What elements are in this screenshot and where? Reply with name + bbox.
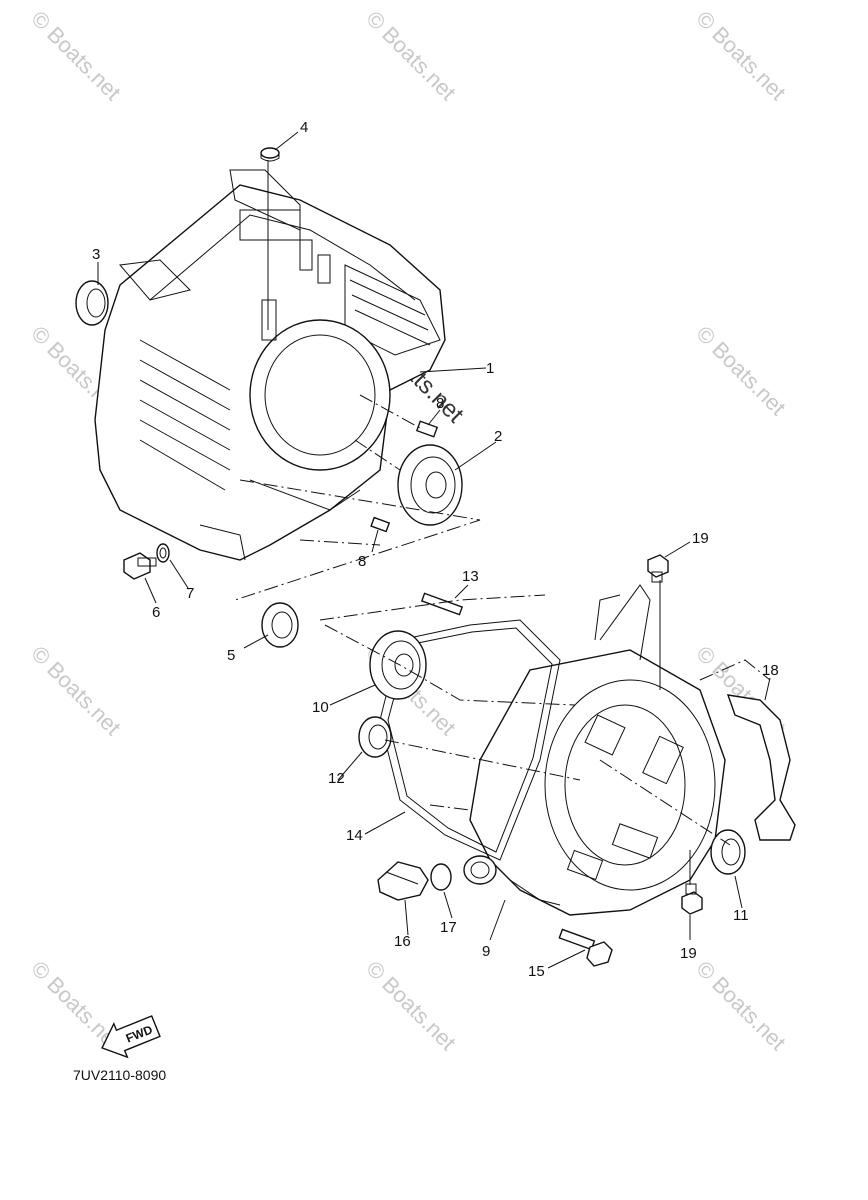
- watermark: © Boats.net: [361, 6, 460, 105]
- diagram-code: 7UV2110-8090: [73, 1067, 166, 1083]
- bearing-2: [397, 444, 463, 526]
- callout-7: 7: [186, 585, 194, 602]
- watermark: © Boats.net: [691, 6, 790, 105]
- dowel-pin-8-lower: [370, 516, 391, 533]
- bearing-5: [261, 602, 299, 648]
- leader-lines: [97, 131, 771, 969]
- callout-8-upper: 8: [436, 395, 444, 412]
- crankcase-drawing: [94, 169, 446, 561]
- bearing-10: [369, 630, 427, 700]
- callout-11: 11: [733, 907, 749, 924]
- cap-16: [377, 861, 429, 901]
- bolt-6: [123, 552, 157, 580]
- plug-4: [260, 147, 280, 162]
- callout-8-lower: 8: [358, 553, 366, 570]
- bolt-19-lower: [681, 883, 703, 915]
- seal-11: [710, 829, 746, 875]
- bracket-18: [726, 694, 796, 841]
- gasket-14: [379, 619, 561, 861]
- seal-12: [358, 716, 392, 758]
- assembly-lines: [234, 394, 771, 846]
- callout-12: 12: [328, 770, 345, 787]
- pin-13: [420, 592, 464, 616]
- callout-15: 15: [528, 963, 545, 980]
- o-ring-17: [430, 863, 452, 891]
- bolt-15: [558, 928, 613, 967]
- callout-4: 4: [300, 119, 308, 136]
- callout-19-upper: 19: [692, 530, 709, 547]
- callout-17: 17: [440, 919, 457, 936]
- callout-9: 9: [482, 943, 490, 960]
- callout-5: 5: [227, 647, 235, 664]
- callout-1: 1: [486, 360, 494, 377]
- callout-10: 10: [312, 699, 329, 716]
- callout-6: 6: [152, 604, 160, 621]
- callout-18: 18: [762, 662, 779, 679]
- callout-16: 16: [394, 933, 411, 950]
- fwd-arrow: FWD: [101, 1015, 161, 1059]
- watermark: © Boats.net: [691, 321, 790, 420]
- watermark: © Boats.net: [361, 956, 460, 1055]
- callout-14: 14: [346, 827, 363, 844]
- watermark: © Boats.net: [26, 6, 125, 105]
- crankcase-cover-drawing: [463, 584, 726, 916]
- bolt-19-upper: [647, 554, 669, 583]
- callout-19-lower: 19: [680, 945, 697, 962]
- callouts: 1 2 3 4 5 6 7 8 8 9 10 11 12 13 14 15 16…: [92, 119, 779, 980]
- washer-7: [156, 543, 170, 563]
- callout-2: 2: [494, 428, 502, 445]
- callout-13: 13: [462, 568, 479, 585]
- watermark: © Boats.net: [26, 641, 125, 740]
- watermark: © Boats.net: [691, 956, 790, 1055]
- callout-3: 3: [92, 246, 100, 263]
- dowel-pin-8-upper: [415, 420, 439, 438]
- seal-3: [75, 280, 109, 326]
